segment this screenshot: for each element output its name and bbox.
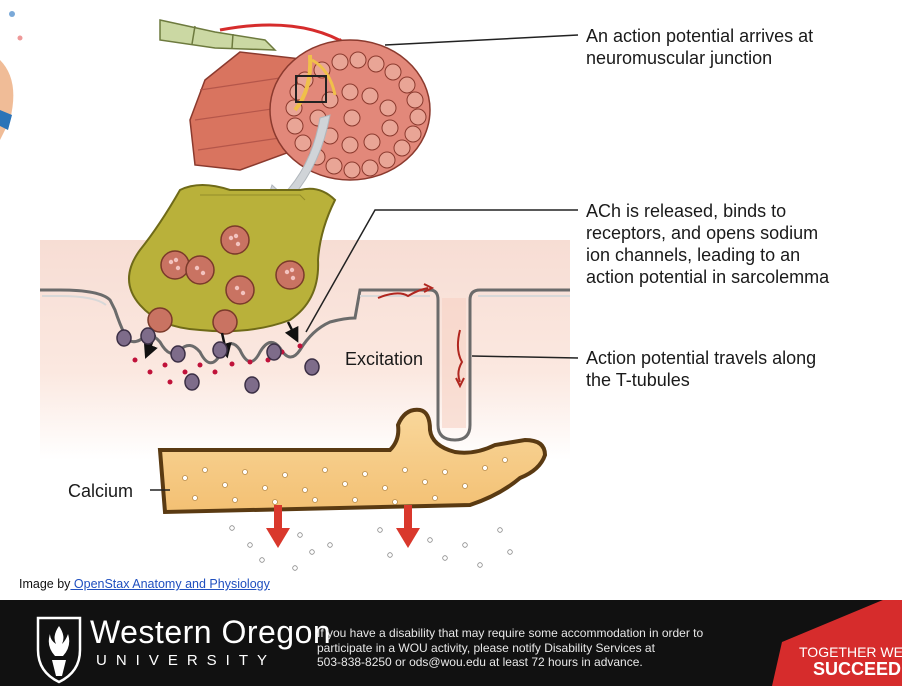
label-ach-released: ACh is released, binds to receptors, and… [586, 200, 829, 288]
label-calcium: Calcium [68, 480, 133, 502]
label-line: Action potential travels along [586, 347, 816, 369]
credit-prefix: Image by [19, 577, 70, 591]
label-line: the T-tubules [586, 369, 816, 391]
label-line: ion channels, leading to an [586, 244, 829, 266]
label-line: An action potential arrives at [586, 25, 813, 47]
label-t-tubules: Action potential travels along the T-tub… [586, 347, 816, 391]
neuromuscular-junction-diagram [0, 0, 902, 600]
notice-line: 503-838-8250 or ods@wou.edu at least 72 … [317, 655, 747, 670]
muscle-fascicle-illustration [160, 20, 430, 180]
label-excitation: Excitation [345, 348, 423, 370]
notice-line: If you have a disability that may requir… [317, 626, 747, 641]
notice-line: participate in a WOU activity, please no… [317, 641, 747, 656]
tagline-top: TOGETHER WE [799, 644, 902, 660]
university-wordmark: Western Oregon [90, 614, 331, 651]
label-line: neuromuscular junction [586, 47, 813, 69]
university-subtitle: UNIVERSITY [96, 652, 276, 669]
label-line: ACh is released, binds to [586, 200, 829, 222]
label-line: receptors, and opens sodium [586, 222, 829, 244]
disability-notice: If you have a disability that may requir… [317, 626, 747, 670]
calcium-release-arrows [266, 505, 420, 548]
image-credit: Image by OpenStax Anatomy and Physiology [19, 577, 270, 591]
tagline-bottom: SUCCEED [813, 659, 901, 680]
label-action-potential-arrives: An action potential arrives at neuromusc… [586, 25, 813, 69]
wou-torch-logo-icon [38, 618, 80, 682]
credit-link[interactable]: OpenStax Anatomy and Physiology [70, 577, 269, 591]
label-line: action potential in sarcolemma [586, 266, 829, 288]
left-edge-decoration [0, 11, 23, 140]
